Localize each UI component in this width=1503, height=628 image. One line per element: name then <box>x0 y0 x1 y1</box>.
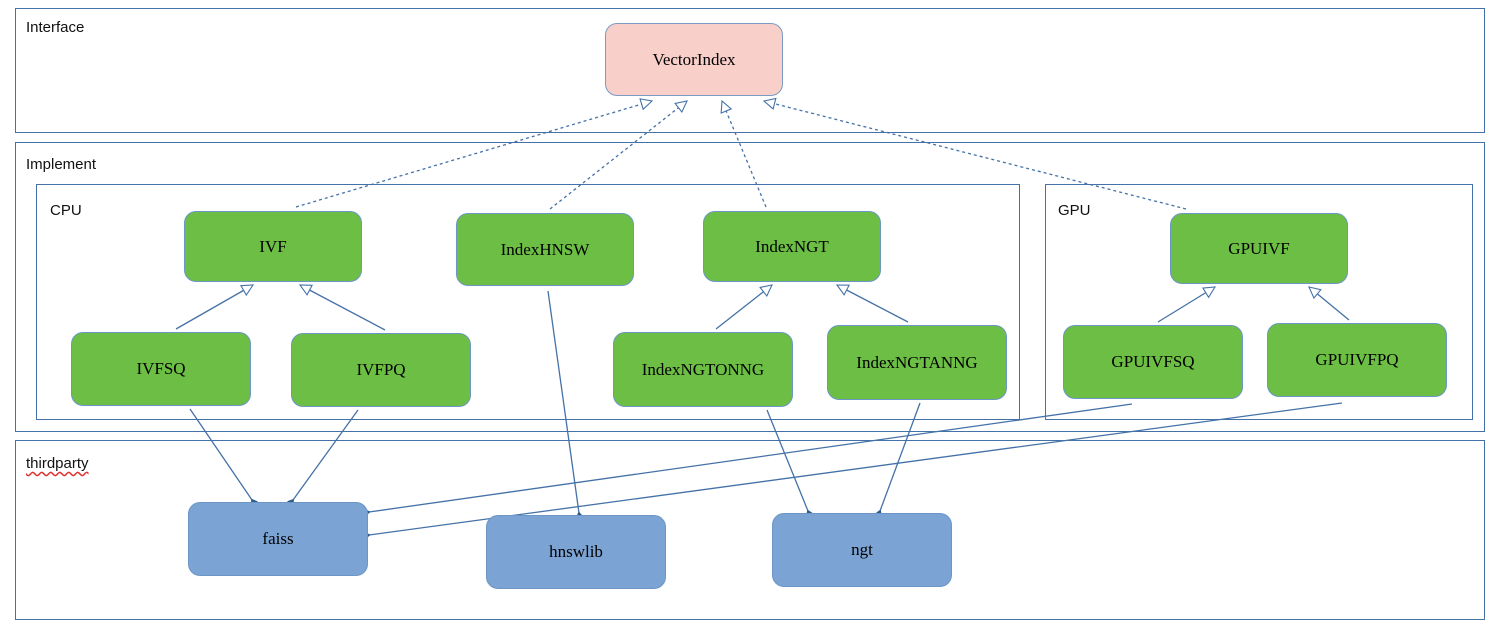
node-indexngtonng[interactable]: IndexNGTONNG <box>613 332 793 407</box>
node-label: IVFSQ <box>136 359 186 378</box>
frame-label-interface: Interface <box>26 19 85 36</box>
frame-label-implement: Implement <box>26 156 97 173</box>
frame-label-cpu: CPU <box>50 202 82 219</box>
frame-gpu <box>1045 184 1473 420</box>
node-gpuivfsq[interactable]: GPUIVFSQ <box>1063 325 1243 399</box>
node-label: IndexNGT <box>755 236 829 256</box>
node-gpuivfpq[interactable]: GPUIVFPQ <box>1267 323 1447 397</box>
node-label: GPUIVFSQ <box>1111 352 1195 371</box>
node-label: IndexHNSW <box>500 239 590 259</box>
node-ivfpq[interactable]: IVFPQ <box>291 333 471 407</box>
node-hnswlib[interactable]: hnswlib <box>486 515 666 589</box>
node-label: IVF <box>259 236 287 256</box>
node-gpuivf[interactable]: GPUIVF <box>1170 213 1348 284</box>
frame-label-thirdparty: thirdparty <box>26 455 89 472</box>
node-label: hnswlib <box>549 542 603 561</box>
frame-thirdparty <box>15 440 1485 620</box>
node-ivfsq[interactable]: IVFSQ <box>71 332 251 406</box>
node-ngt[interactable]: ngt <box>772 513 952 587</box>
node-label: IVFPQ <box>356 360 406 379</box>
node-label: IndexNGTONNG <box>641 359 765 379</box>
node-indexngt[interactable]: IndexNGT <box>703 211 881 282</box>
node-faiss[interactable]: faiss <box>188 502 368 576</box>
node-vectorindex[interactable]: VectorIndex <box>605 23 783 96</box>
node-indexhnsw[interactable]: IndexHNSW <box>456 213 634 286</box>
node-label: GPUIVFPQ <box>1315 350 1399 369</box>
frame-interface <box>15 8 1485 133</box>
frame-cpu <box>36 184 1020 420</box>
node-ivf[interactable]: IVF <box>184 211 362 282</box>
node-label: faiss <box>262 529 294 548</box>
node-label: ngt <box>851 540 873 559</box>
node-indexngtanng[interactable]: IndexNGTANNG <box>827 325 1007 400</box>
node-label: IndexNGTANNG <box>856 352 978 372</box>
frame-implement <box>15 142 1485 432</box>
node-label: VectorIndex <box>652 49 736 69</box>
frame-label-gpu: GPU <box>1058 202 1091 219</box>
node-label: GPUIVF <box>1228 238 1290 258</box>
